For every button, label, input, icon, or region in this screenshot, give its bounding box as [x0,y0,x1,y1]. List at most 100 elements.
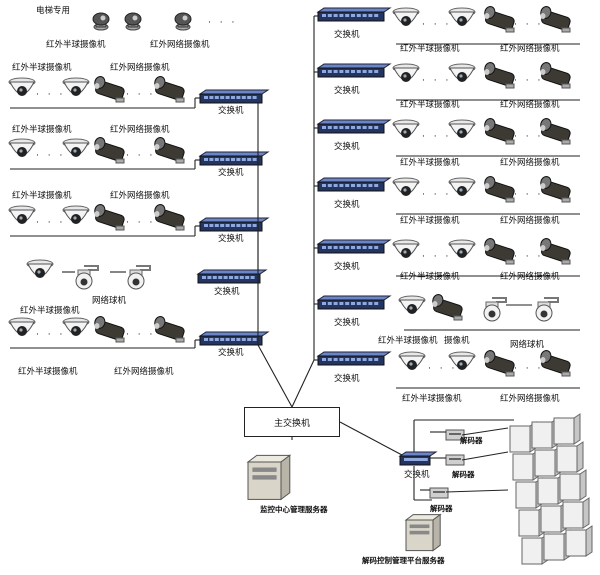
ellipsis: · · · [514,364,544,374]
ptz-camera-icon [127,265,151,290]
dome-camera-icon [62,205,90,224]
label-ir-dome: 红外半球摄像机 [20,306,80,316]
label-decoder: 解码器 [452,470,475,479]
dome-camera-icon [392,119,420,138]
label-switch: 交换机 [218,348,244,358]
label-ir-dome: 红外半球摄像机 [402,394,462,404]
label-switch: 交换机 [334,262,360,272]
ellipsis: · · · [428,364,458,374]
ellipsis: · · · [36,151,66,161]
bullet-camera-icon [484,176,515,203]
label-ir-dome: 红外半球摄像机 [12,125,72,135]
label-decoder: 解码器 [430,504,453,513]
label-ir-dome: 红外半球摄像机 [12,63,72,73]
ellipsis: · · · [422,252,452,262]
switch-icon [316,63,392,78]
bullet-camera-icon [540,62,571,89]
ellipsis: · · · [422,190,452,200]
video-wall-icon [509,413,593,565]
ellipsis: · · · [126,330,156,340]
label-ir-dome: 红外半球摄像机 [400,44,460,54]
dome-camera-icon [392,177,420,196]
switch-icon [316,119,392,134]
ellipsis: · · · [514,20,544,30]
ellipsis: · · · [514,76,544,86]
label-ir-bullet: 红外网络摄像机 [110,63,170,73]
elevator-camera-icon [92,12,110,31]
dome-camera-icon [62,77,90,96]
label-switch: 交换机 [334,86,360,96]
decoder-icon [429,487,449,499]
dome-camera-icon [62,138,90,157]
ellipsis: · · · [422,20,452,30]
dome-camera-icon [448,351,476,370]
elevator-camera-icon [174,12,192,31]
dome-camera-icon [448,7,476,26]
ellipsis: · · · [422,132,452,142]
dome-camera-icon [8,77,36,96]
label-ir-dome: 红外半球摄像机 [378,336,438,346]
switch-icon [316,7,392,22]
dome-camera-icon [392,63,420,82]
ellipsis: · · · [126,151,156,161]
wire [461,427,509,436]
dome-camera-icon [8,317,36,336]
label-ptz: 网络球机 [92,296,127,306]
wire [291,359,315,408]
dome-camera-icon [448,63,476,82]
bullet-camera-icon [540,6,571,33]
wire [461,451,509,461]
label-ir-bullet: 红外网络摄像机 [500,158,560,168]
ptz-camera-icon [483,297,507,322]
dome-camera-icon [62,317,90,336]
wire [257,344,293,408]
label-switch: 交换机 [334,142,360,152]
ptz-camera-icon [535,297,559,322]
label-ir-bullet: 红外网络摄像机 [500,394,560,404]
ellipsis: · · · [422,76,452,86]
label-decode-server: 解码控制管理平台服务器 [362,556,445,565]
label-ir-bullet: 红外网络摄像机 [110,191,170,201]
main-switch-label: 主交换机 [273,418,310,429]
dome-camera-icon [8,205,36,224]
bullet-camera-icon [154,204,185,231]
wire [445,489,509,493]
label-ir-dome: 红外半球摄像机 [400,272,460,282]
switch-icon [198,331,270,346]
main-switch: 主交换机 [244,407,340,437]
switch-icon [398,451,438,466]
dome-camera-icon [8,138,36,157]
label-elevator: 电梯专用 [36,6,71,16]
bullet-camera-icon [94,137,125,164]
label-ir-bullet: 红外网络摄像机 [150,40,210,50]
label-switch: 交换机 [218,234,244,244]
label-ptz: 网络球机 [510,340,545,350]
ellipsis: · · · [36,218,66,228]
bullet-camera-icon [94,204,125,231]
label-monitor-server: 监控中心管理服务器 [260,505,328,514]
label-ir-dome: 红外半球摄像机 [12,191,72,201]
dome-camera-icon [398,351,426,370]
ellipsis: · · · [514,132,544,142]
bullet-camera-icon [540,118,571,145]
dome-camera-icon [448,177,476,196]
ellipsis: · · · [36,90,66,100]
bullet-camera-icon [540,176,571,203]
bullet-camera-icon [94,316,125,343]
label-ir-dome: 红外半球摄像机 [18,367,78,377]
label-switch: 交换机 [334,318,360,328]
ellipsis: · · · [514,190,544,200]
label-switch: 交换机 [334,200,360,210]
dome-camera-icon [448,239,476,258]
ellipsis: · · · [126,218,156,228]
server-icon [404,513,442,552]
ptz-camera-icon [75,265,99,290]
dome-camera-icon [398,295,426,314]
bullet-camera-icon [484,238,515,265]
dome-camera-icon [448,119,476,138]
elevator-camera-icon [124,12,142,31]
label-switch: 交换机 [218,168,244,178]
label-switch: 交换机 [334,374,360,384]
